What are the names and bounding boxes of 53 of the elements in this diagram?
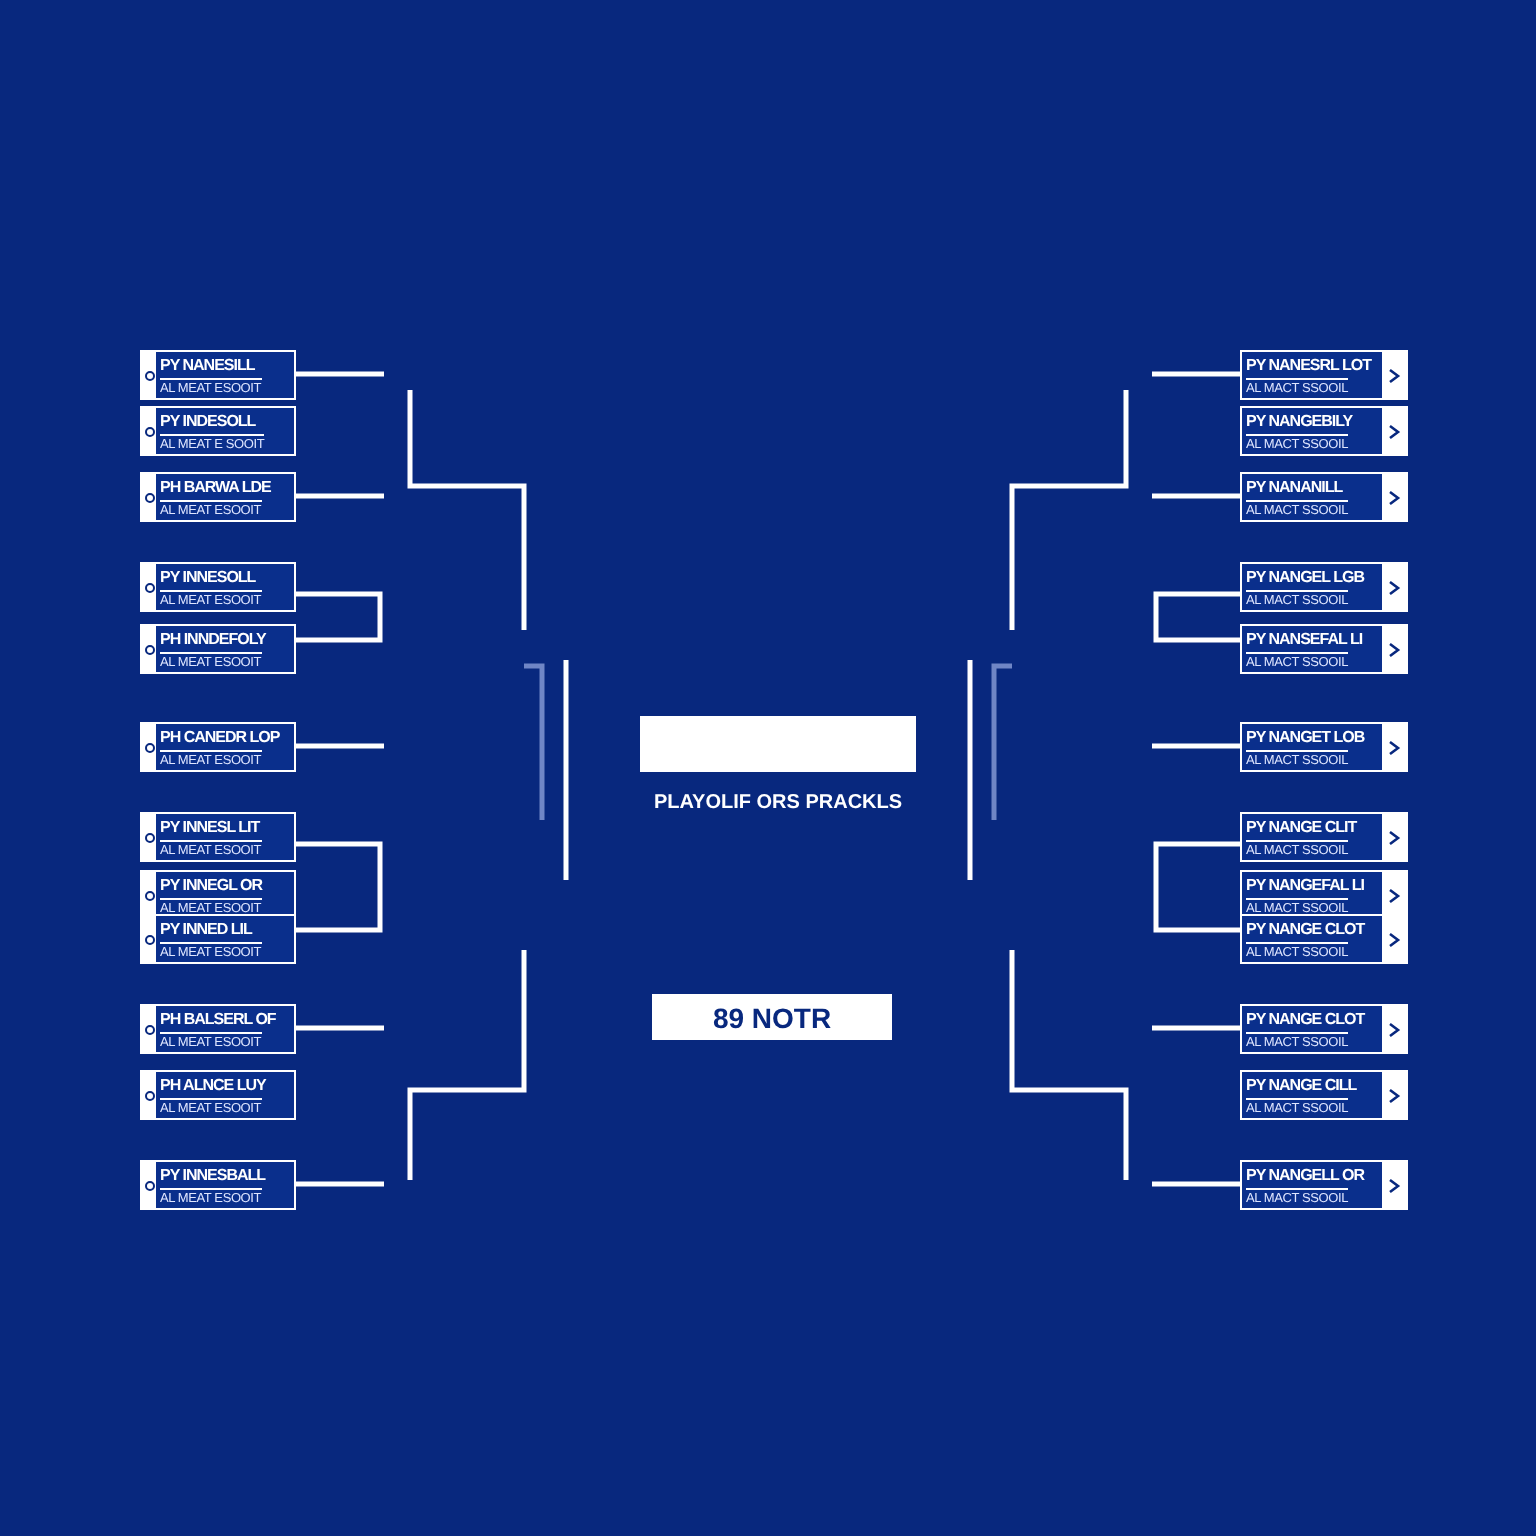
bracket-title: PLAYOLIF ORS PRACKLS xyxy=(651,792,905,814)
team-slot xyxy=(1240,472,1408,522)
team-slot xyxy=(1240,722,1408,772)
team-name: PY NANGEL LGB xyxy=(1246,566,1364,588)
team-name: PY INNESBALL xyxy=(160,1164,266,1186)
team-slot xyxy=(1240,812,1408,862)
team-name: PY NANGE CLOT xyxy=(1246,918,1365,940)
team-name: PY NANGEBILY xyxy=(1246,410,1353,432)
team-name: PH BALSERL OF xyxy=(160,1008,276,1030)
team-slot xyxy=(140,624,296,674)
team-slot xyxy=(140,406,296,456)
team-name: PY NANGEFAL LI xyxy=(1246,874,1364,896)
team-slot xyxy=(1240,1160,1408,1210)
team-slot xyxy=(1240,562,1408,612)
team-name: PH INNDEFOLY xyxy=(160,628,266,650)
team-slot xyxy=(140,472,296,522)
team-name: PY NANGE CILL xyxy=(1246,1074,1357,1096)
team-name: PY NANESILL xyxy=(160,354,255,376)
team-name: PY NANSEFAL LI xyxy=(1246,628,1363,650)
team-name: PH BARWA LDE xyxy=(160,476,271,498)
team-name: PY NANGELL OR xyxy=(1246,1164,1364,1186)
score-box: 89 NOTR xyxy=(652,994,892,1040)
team-name: PY INNESL LIT xyxy=(160,816,260,838)
bracket-connector xyxy=(1153,591,1240,643)
team-slot xyxy=(1240,1070,1408,1120)
bracket-connector xyxy=(296,841,383,933)
bracket-connector xyxy=(1153,841,1240,933)
team-name: PY NANANILL xyxy=(1246,476,1343,498)
team-name: PY INNED LIL xyxy=(160,918,252,940)
team-name: PY INNESOLL xyxy=(160,566,256,588)
bracket-connector xyxy=(296,591,383,643)
team-slot xyxy=(140,812,296,862)
team-slot xyxy=(1240,624,1408,674)
team-slot xyxy=(1240,914,1408,964)
team-slot xyxy=(140,562,296,612)
team-slot xyxy=(140,1070,296,1120)
team-name: PH ALNCE LUY xyxy=(160,1074,266,1096)
team-name: PY NANESRL LOT xyxy=(1246,354,1371,376)
team-slot xyxy=(140,722,296,772)
team-slot xyxy=(1240,350,1408,400)
team-slot xyxy=(1240,406,1408,456)
team-name: PY NANGE CLOT xyxy=(1246,1008,1365,1030)
team-name: PY INDESOLL xyxy=(160,410,256,432)
team-slot xyxy=(1240,1004,1408,1054)
blank-panel xyxy=(640,716,916,772)
team-slot xyxy=(140,914,296,964)
team-slot xyxy=(140,350,296,400)
team-name: PY INNEGL OR xyxy=(160,874,263,896)
team-slot xyxy=(140,1160,296,1210)
team-slot xyxy=(140,1004,296,1054)
team-name: PH CANEDR LOP xyxy=(160,726,280,748)
team-name: PY NANGE CLIT xyxy=(1246,816,1357,838)
team-name: PY NANGET LOB xyxy=(1246,726,1365,748)
